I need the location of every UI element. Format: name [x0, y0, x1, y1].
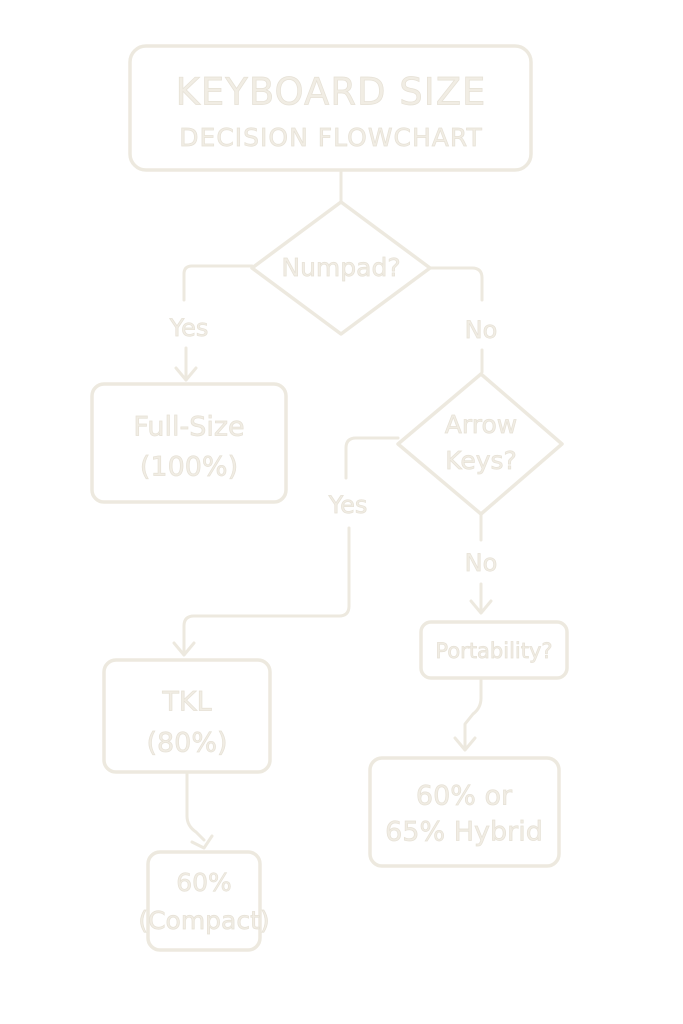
numpad-no-label: No [465, 316, 498, 344]
title-line-2: DECISION FLOWCHART [179, 123, 482, 152]
arrow-keys-decision [396, 372, 564, 516]
arrow-keys-question-line-2: Keys? [445, 446, 517, 475]
hybrid-line-1: 60% or [416, 781, 513, 812]
hybrid-line-2: 65% Hybrid [385, 817, 543, 848]
tkl-box [102, 658, 272, 774]
full-size-line-2: (100%) [140, 452, 238, 483]
arrow-no-label: No [465, 549, 498, 577]
arrowhead-full-size [174, 366, 198, 382]
compact-box [146, 850, 262, 952]
title-box [128, 44, 533, 172]
arrowhead-compact [190, 834, 214, 850]
compact-line-2: (Compact) [138, 906, 269, 935]
arrow-keys-question-line-1: Arrow [445, 410, 517, 439]
numpad-yes-label: Yes [169, 314, 209, 342]
numpad-question: Numpad? [281, 253, 400, 282]
connector-tkl-compact [185, 772, 206, 842]
connector-arrow-yes [344, 436, 400, 480]
arrowhead-portability [469, 599, 493, 615]
numpad-decision [250, 200, 432, 336]
compact-line-1: 60% [176, 868, 232, 897]
tkl-line-2: (80%) [146, 728, 227, 759]
arrowhead-tkl [172, 641, 196, 657]
hybrid-box [368, 756, 561, 868]
arrowhead-hybrid [453, 736, 477, 752]
connector-yes-tkl [182, 526, 351, 656]
arrow-yes-label: Yes [328, 491, 368, 519]
tkl-line-1: TKL [161, 687, 211, 718]
connector-numpad-yes [182, 264, 254, 302]
portability-question: Portability? [435, 639, 552, 663]
full-size-box [90, 382, 288, 504]
connector-portability-hybrid [463, 678, 483, 750]
portability-box [419, 620, 569, 680]
connector-numpad-no [428, 266, 484, 302]
full-size-line-1: Full-Size [133, 412, 244, 443]
title-line-1: KEYBOARD SIZE [176, 71, 487, 114]
